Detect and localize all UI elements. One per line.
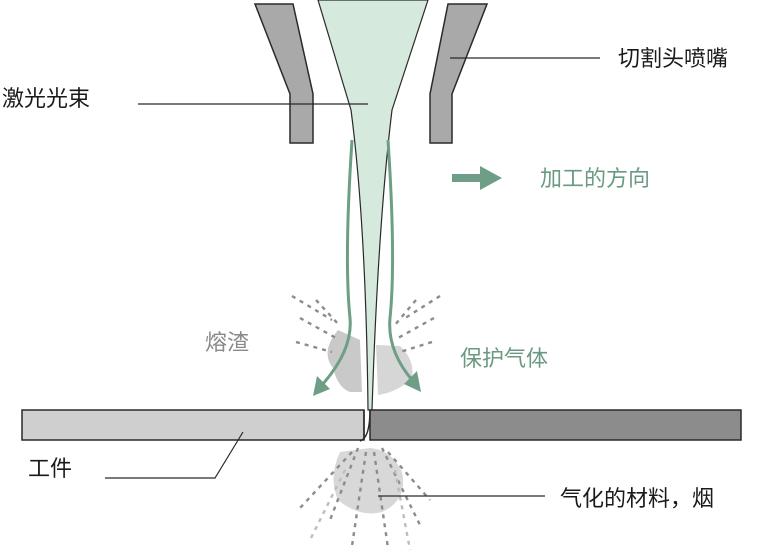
gas-flow-left [320,139,354,386]
leader-lines [105,57,600,497]
debris-particles [291,294,441,354]
leader-workpiece [105,431,244,479]
label-direction: 加工的方向 [540,167,650,192]
vapor-plume [333,448,404,514]
label-nozzle: 切割头喷嘴 [618,47,728,72]
gas-flow-left-head [313,376,330,396]
nozzle-left-wall [253,3,314,144]
kerf-line [359,409,371,442]
slag-blob [327,330,362,392]
workpiece-right-part [369,409,742,441]
nozzle [253,3,489,144]
label-laser-beam: 激光光束 [2,87,90,112]
workpiece [21,409,742,442]
slag-blob-right [376,345,413,395]
workpiece-left-part [21,409,365,441]
gas-flow-right-head [404,371,421,392]
vapor-particles [299,447,431,551]
direction-arrow-shaft [452,174,482,182]
label-workpiece: 工件 [28,457,72,482]
direction-arrow [452,166,502,190]
label-slag: 熔渣 [205,331,249,356]
label-shield-gas: 保护气体 [460,347,548,372]
nozzle-right-wall [429,3,489,144]
shield-gas-arrows [313,139,421,396]
gas-flow-right [386,139,414,381]
direction-arrow-head [480,166,502,190]
label-vapor: 气化的材料，烟 [560,487,714,512]
